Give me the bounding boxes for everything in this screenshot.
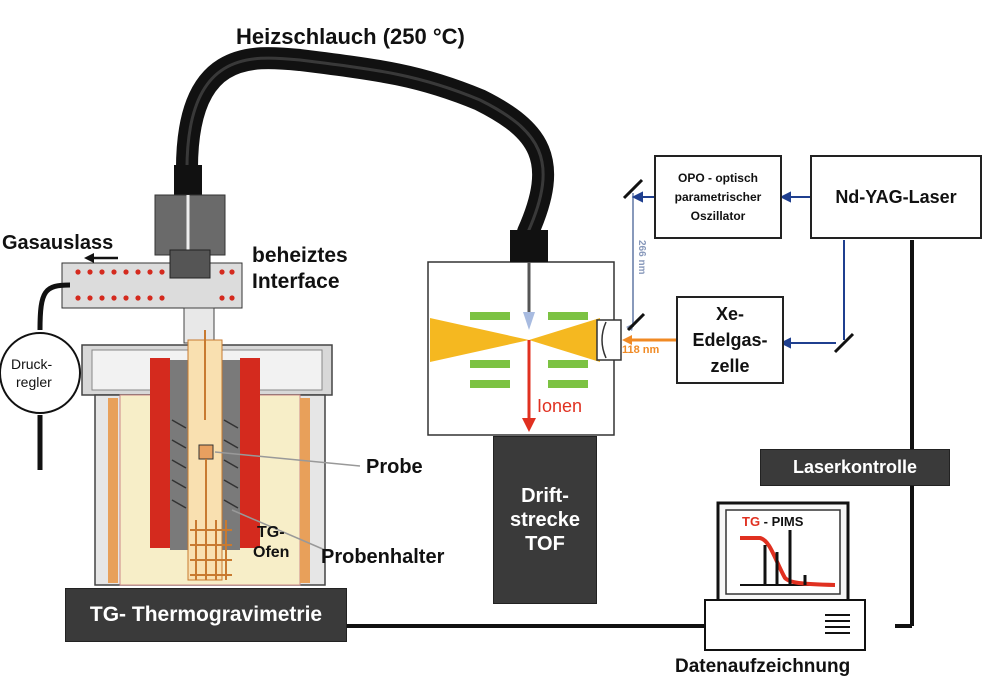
uv-lens	[596, 319, 622, 361]
monitor-title: TG - PIMS	[742, 514, 803, 529]
pressure-label-2: regler	[16, 374, 52, 390]
hose-label: Heizschlauch (250 °C)	[236, 24, 465, 49]
drift-label-2: strecke	[509, 509, 581, 531]
probe-pointer	[214, 451, 361, 467]
pressure-regulator	[0, 332, 81, 414]
opo-label-1: OPO - optisch	[677, 170, 758, 185]
oven-wall-left	[108, 398, 118, 583]
heater-right	[240, 358, 260, 548]
mirror-right	[833, 332, 855, 354]
hose-connector-top	[174, 165, 202, 195]
nd-yag-laser-box: Nd-YAG-Laser	[810, 155, 982, 239]
mirror-top	[622, 178, 644, 200]
xe-label-3: zelle	[710, 356, 750, 376]
laser-beam	[430, 318, 529, 362]
ion-optics-electrodes	[470, 312, 588, 388]
ions-label: Ionen	[537, 396, 583, 416]
xe-label-1: Xe-	[715, 304, 744, 324]
computer-base	[704, 599, 866, 651]
tg-bar-label: TG- Thermogravimetrie	[89, 603, 323, 626]
drift-label-3: TOF	[525, 533, 565, 555]
probe-holder-grid	[190, 520, 232, 580]
computer-vents	[825, 614, 850, 634]
signal-arrows	[631, 191, 845, 349]
tg-thermogravimetry-bar: TG- Thermogravimetrie	[65, 588, 347, 642]
monitor-title-tg: TG	[742, 514, 761, 529]
opo-box: OPO - optisch parametrischer Oszillator	[654, 155, 782, 239]
xe-label-2: Edelgas-	[692, 330, 768, 350]
sample-jet	[523, 312, 535, 330]
data-recording-label: Datenaufzeichnung	[675, 656, 851, 677]
pims-peaks	[763, 530, 807, 585]
interface-head	[154, 194, 226, 256]
tof-connector	[510, 230, 548, 262]
tg-curve	[740, 536, 836, 587]
opo-label-2: parametrischer	[674, 189, 762, 204]
outlet-tube	[37, 282, 71, 331]
oven-label-2: Ofen	[253, 544, 290, 561]
interface-label-1: beheiztes	[252, 244, 348, 267]
laser-control-label: Laserkontrolle	[792, 457, 918, 477]
drift-tube-tof: Drift- strecke TOF	[493, 436, 597, 604]
heating-coil	[171, 419, 239, 509]
oven-connector	[183, 307, 215, 344]
mirror-bottom	[626, 312, 646, 332]
interface-label-2: Interface	[252, 270, 340, 293]
hose-highlight	[185, 56, 545, 234]
laser-control-box: Laserkontrolle	[760, 449, 950, 486]
xe-gas-cell-box: Xe- Edelgas- zelle	[676, 296, 784, 384]
opo-label-3: Oszillator	[690, 208, 746, 223]
probe-holder-pointer	[231, 509, 326, 551]
laser-label: Nd-YAG-Laser	[835, 186, 957, 207]
probe-holder-label: Probenhalter	[321, 546, 445, 568]
heated-hose	[175, 47, 554, 243]
interface-valve	[169, 249, 211, 279]
probe-crucible	[198, 444, 214, 460]
pressure-label-1: Druck-	[11, 356, 53, 372]
oven-label-1: TG-	[257, 524, 285, 541]
probe-label: Probe	[366, 456, 423, 478]
heater-left	[150, 358, 170, 548]
wavelength-266-label: 266 nm	[636, 240, 647, 275]
wavelength-118-label: 118 nm	[622, 344, 660, 356]
oven-wall-right	[300, 398, 310, 583]
gas-outlet-label: Gasauslass	[2, 232, 114, 254]
drift-label-1: Drift-	[521, 485, 569, 507]
interface-heater-dots	[75, 269, 235, 301]
monitor-title-pims: - PIMS	[760, 514, 804, 529]
